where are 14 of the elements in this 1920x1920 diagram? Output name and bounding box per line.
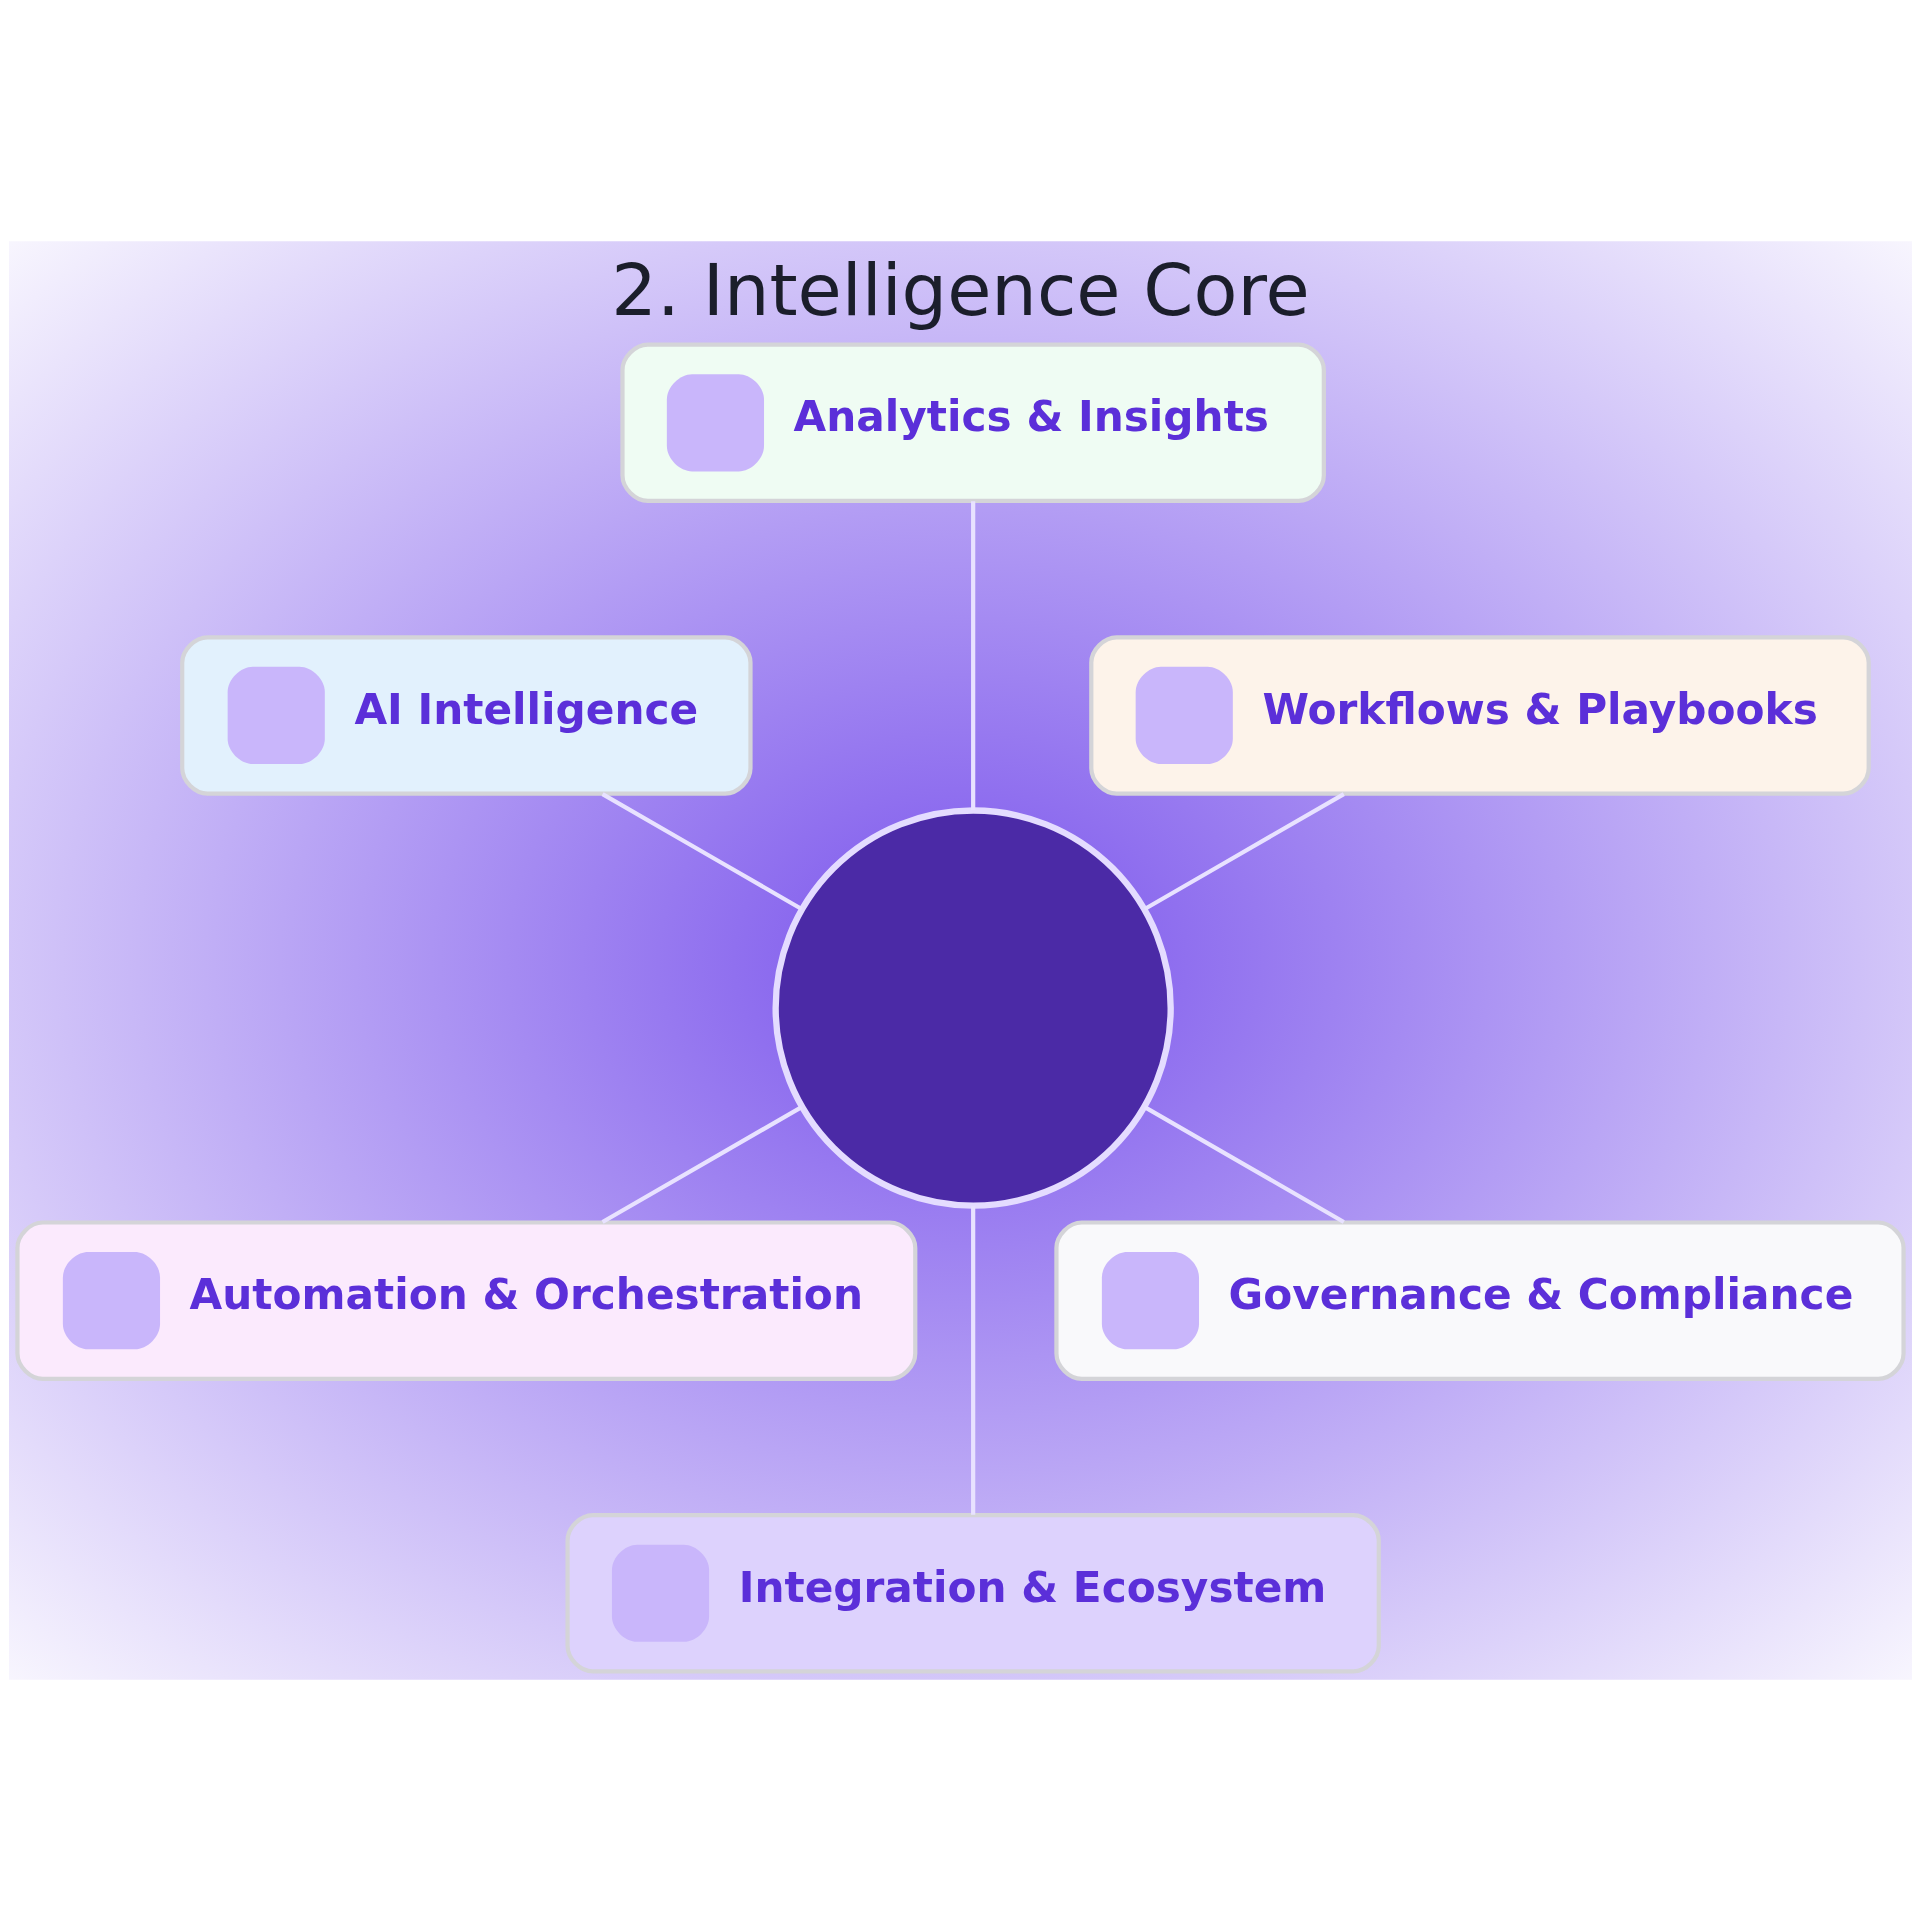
connector — [1143, 791, 1345, 911]
connector — [601, 791, 803, 911]
node-circle — [772, 806, 1174, 1209]
connector — [970, 1205, 975, 1515]
connector — [601, 1104, 803, 1224]
connector — [1143, 1104, 1345, 1224]
node-box: Integration & Ecosystem — [564, 1512, 1381, 1674]
node-box: Governance & Compliance — [1053, 1219, 1906, 1381]
node-box: Workflows & Playbooks — [1088, 634, 1871, 796]
node-box: Analytics & Insights — [619, 342, 1326, 503]
connector — [970, 500, 975, 810]
node-box: Automation & Orchestration — [14, 1219, 917, 1381]
diagram-title: 2. Intelligence Core — [610, 247, 1310, 332]
node-box: AI Intelligence — [179, 634, 753, 796]
